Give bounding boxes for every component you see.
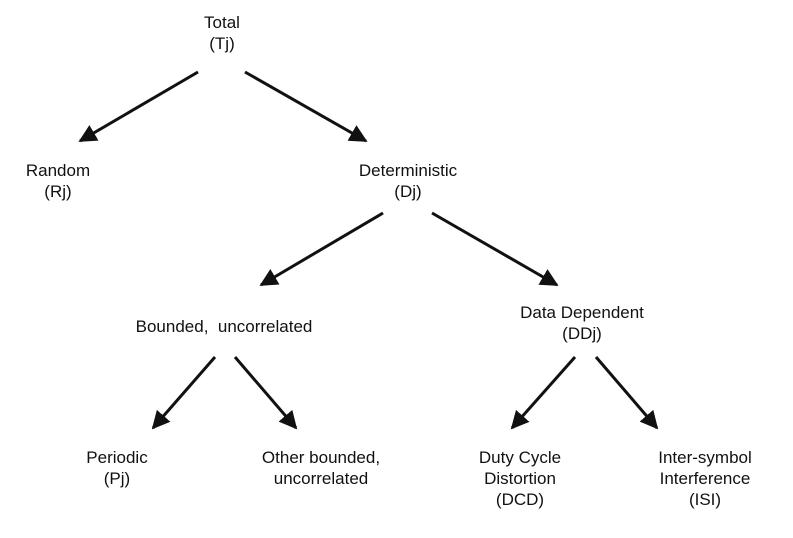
arrow-bounded-to-other-bounded <box>233 356 298 430</box>
node-total: Total (Tj) <box>204 12 240 54</box>
node-isi-line1: Inter-symbol <box>658 448 752 467</box>
arrow-bounded-to-periodic <box>151 356 217 430</box>
node-deterministic: Deterministic (Dj) <box>359 160 457 202</box>
node-periodic: Periodic (Pj) <box>86 447 147 489</box>
node-dcd-line2: Distortion <box>484 469 556 488</box>
node-isi-abbrev: (ISI) <box>688 490 722 509</box>
arrow-data-dependent-to-dcd <box>510 356 577 430</box>
node-other-bounded: Other bounded, uncorrelated <box>262 447 380 489</box>
node-total-abbrev: (Tj) <box>209 34 235 53</box>
node-periodic-label: Periodic <box>86 448 148 467</box>
node-duty-cycle-distortion: Duty Cycle Distortion (DCD) <box>479 447 561 510</box>
node-periodic-abbrev: (Pj) <box>103 469 131 488</box>
arrow-deterministic-to-data-dependent <box>431 211 559 287</box>
node-data-dependent-label: Data Dependent <box>520 303 644 322</box>
node-deterministic-label: Deterministic <box>358 161 458 180</box>
arrow-total-to-deterministic <box>244 70 368 143</box>
arrow-data-dependent-to-isi <box>594 356 659 430</box>
node-random-abbrev: (Rj) <box>44 182 72 201</box>
node-data-dependent-abbrev: (DDj) <box>562 324 602 343</box>
node-other-bounded-line1: Other bounded, <box>261 448 381 467</box>
node-inter-symbol-interference: Inter-symbol Interference (ISI) <box>658 447 752 510</box>
node-deterministic-abbrev: (Dj) <box>394 182 422 201</box>
node-bounded-uncorrelated: Bounded, uncorrelated <box>136 316 313 337</box>
arrow-total-to-random <box>78 70 199 143</box>
node-dcd-abbrev: (DCD) <box>495 490 545 509</box>
node-isi-line2: Interference <box>659 469 751 488</box>
node-random: Random (Rj) <box>26 160 90 202</box>
node-dcd-line1: Duty Cycle <box>478 448 562 467</box>
node-total-label: Total <box>204 13 240 32</box>
node-data-dependent: Data Dependent (DDj) <box>520 302 644 344</box>
arrow-deterministic-to-bounded <box>259 211 384 287</box>
node-bounded-label: Bounded, uncorrelated <box>135 317 313 336</box>
node-random-label: Random <box>25 161 91 180</box>
node-other-bounded-line2: uncorrelated <box>273 469 369 488</box>
